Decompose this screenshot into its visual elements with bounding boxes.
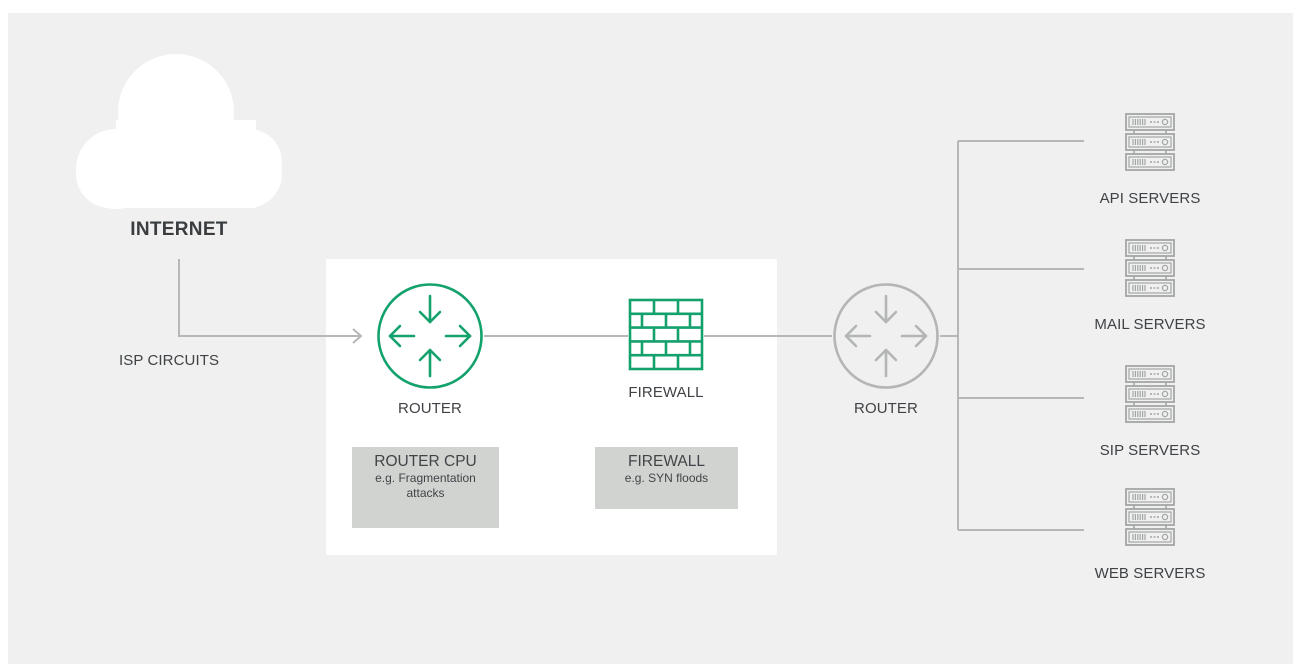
router-icon bbox=[833, 283, 939, 389]
router-icon bbox=[377, 283, 483, 389]
server-rack-icon bbox=[1125, 365, 1175, 423]
isp-circuit-line bbox=[178, 259, 360, 337]
server-label: SIP SERVERS bbox=[1099, 442, 1201, 459]
server-rack-icon bbox=[1125, 239, 1175, 297]
isp-circuits-label: ISP CIRCUITS bbox=[119, 352, 220, 369]
server-label: WEB SERVERS bbox=[1094, 565, 1206, 582]
server-label: MAIL SERVERS bbox=[1094, 316, 1206, 333]
firewall-icon bbox=[628, 298, 704, 371]
edge-router-label: ROUTER bbox=[398, 400, 462, 417]
threat-box-firewall: FIREWALL e.g. SYN floods bbox=[595, 447, 738, 509]
threat-title: FIREWALL bbox=[628, 453, 705, 470]
isp-arrowhead bbox=[352, 328, 363, 344]
server-rack-icon bbox=[1125, 488, 1175, 546]
cloud-icon bbox=[76, 54, 282, 209]
threat-subtitle: e.g. Fragmentation bbox=[375, 471, 476, 485]
firewall-label: FIREWALL bbox=[628, 384, 704, 401]
core-router-label: ROUTER bbox=[854, 400, 918, 417]
threat-subtitle-cont: attacks bbox=[406, 486, 445, 500]
threat-title: ROUTER CPU bbox=[374, 453, 477, 470]
server-label: API SERVERS bbox=[1099, 190, 1201, 207]
threat-subtitle: e.g. SYN floods bbox=[624, 471, 709, 485]
threat-box-router-cpu: ROUTER CPU e.g. Fragmentation attacks bbox=[352, 447, 499, 528]
internet-label: INTERNET bbox=[130, 219, 228, 240]
server-rack-icon bbox=[1125, 113, 1175, 171]
